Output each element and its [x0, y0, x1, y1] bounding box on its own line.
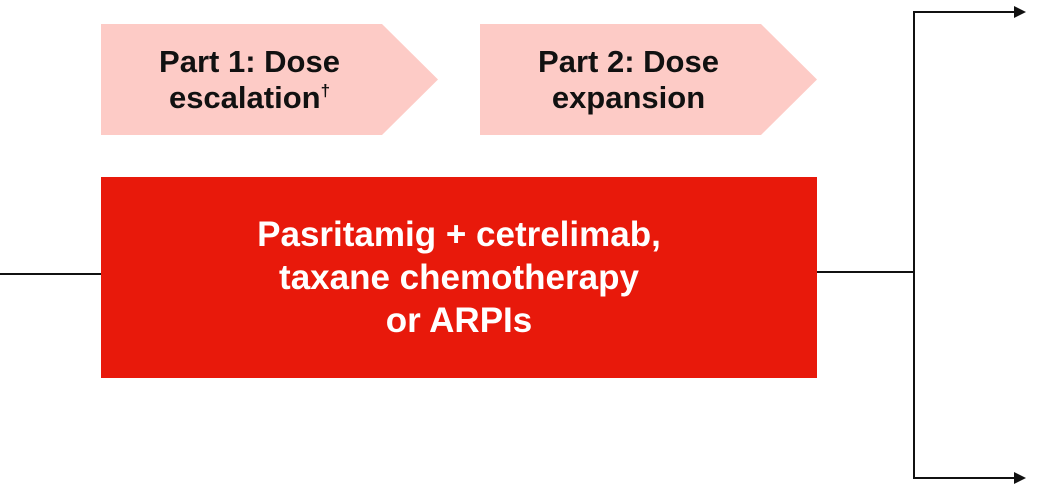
treatment-label-line1: Pasritamig + cetrelimab, [257, 215, 661, 254]
phase-1-chevron [101, 24, 438, 135]
branch-top-arrowhead [1014, 6, 1026, 18]
footnote-dagger: † [320, 80, 331, 100]
phase-2-label-line1: Part 2: Dose [538, 43, 719, 79]
phase-2-label: Part 2: Dose expansion [538, 44, 759, 116]
phase-1-label-line2-text: escalation [168, 79, 321, 115]
treatment-box: Pasritamig + cetrelimab, taxane chemothe… [101, 177, 817, 378]
phase-1-label: Part 1: Dose escalation† [159, 44, 380, 116]
phase-2-label-line2: expansion [551, 79, 706, 115]
branch-bottom-arrowhead [1014, 472, 1026, 484]
treatment-label-line3: or ARPIs [385, 301, 533, 340]
phase-1-label-line1: Part 1: Dose [159, 43, 340, 79]
treatment-label-line2: taxane chemotherapy [279, 258, 639, 297]
phase-2-dose-expansion: Part 2: Dose expansion [480, 24, 817, 135]
phase-2-chevron [480, 24, 817, 135]
phase-1-dose-escalation: Part 1: Dose escalation† [101, 24, 438, 135]
phase-1-label-line2: escalation† [159, 80, 340, 116]
treatment-label: Pasritamig + cetrelimab, taxane chemothe… [257, 213, 661, 342]
